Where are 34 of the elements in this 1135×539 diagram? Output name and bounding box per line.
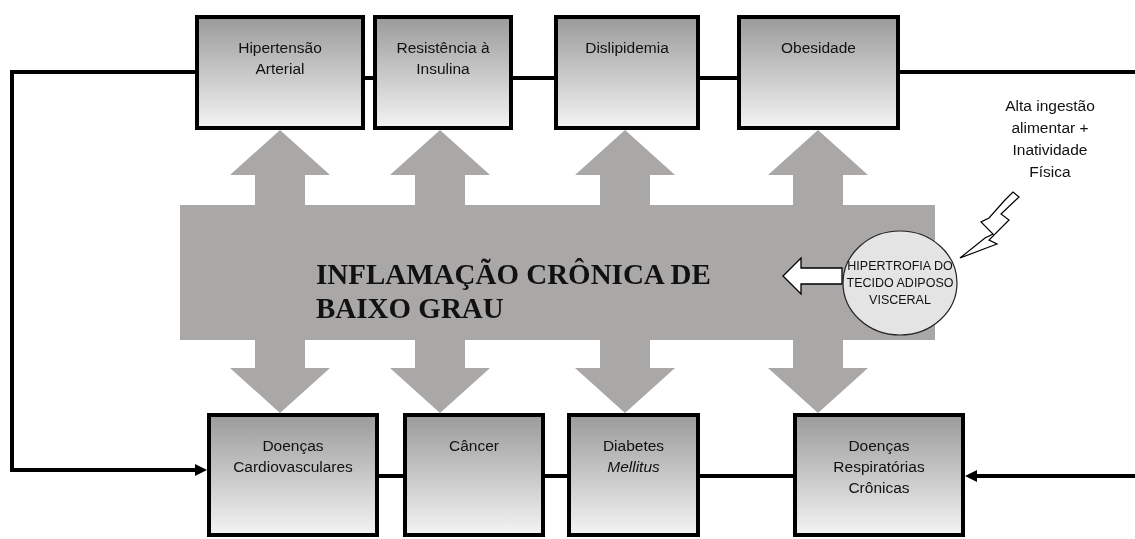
block-arrow <box>390 340 490 413</box>
process-box <box>793 413 965 537</box>
node-label: Diabetes Mellitus <box>601 436 666 477</box>
hollow-arrow <box>782 256 843 296</box>
arrow <box>965 470 1135 482</box>
node-label: Câncer <box>448 436 500 456</box>
block-arrow <box>768 340 868 413</box>
process-box <box>737 15 900 130</box>
lightning-bolt-connector <box>959 191 1020 259</box>
node-label: Hipertensão Arterial <box>237 38 323 79</box>
connector-line <box>513 76 554 80</box>
block-arrow <box>575 340 675 413</box>
cause-text: Alta ingestão alimentar + Inatividade Física <box>1004 96 1096 182</box>
connector-line <box>545 474 567 478</box>
process-box <box>403 413 545 537</box>
connector-line <box>700 76 737 80</box>
process-box <box>373 15 513 130</box>
node-label: Doenças Cardiovasculares <box>232 436 354 477</box>
node-label: Dislipidemia <box>584 38 670 58</box>
connector-line <box>379 474 403 478</box>
connector-line <box>900 70 1135 74</box>
connector-line <box>700 474 793 478</box>
process-box <box>195 15 365 130</box>
node-label: Doenças Respiratórias Crônicas <box>832 436 926 498</box>
band-title: INFLAMAÇÃO CRÔNICA DE BAIXO GRAU <box>316 257 712 325</box>
node-label: Obesidade <box>780 38 857 58</box>
arrow <box>10 70 207 476</box>
process-box <box>567 413 700 537</box>
connector-line <box>365 76 373 80</box>
process-box <box>554 15 700 130</box>
node-label: HIPERTROFIA DO TECIDO ADIPOSO VISCERAL <box>846 257 954 309</box>
process-box <box>207 413 379 537</box>
node-label: Resistência à Insulina <box>395 38 491 79</box>
block-arrow <box>230 340 330 413</box>
